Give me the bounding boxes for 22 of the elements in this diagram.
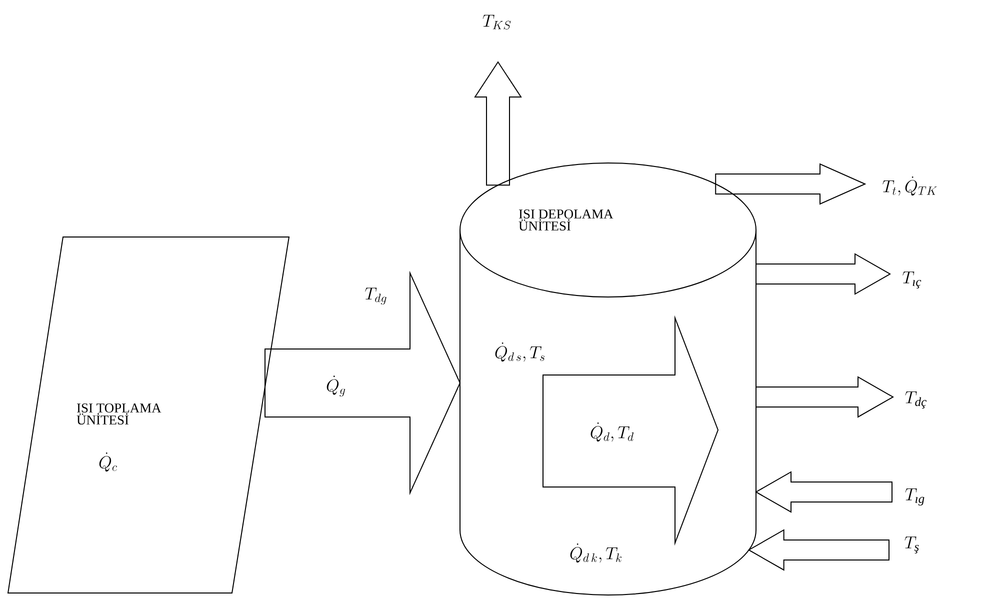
variable-label: $T_{KS}$ — [482, 14, 511, 30]
variable-label: $T_{t},\dot{Q}_{TK}$ — [882, 176, 937, 196]
block-arrow — [264, 270, 461, 496]
block-arrow — [756, 376, 894, 418]
variable-label: $T_{\text{\itshape ıg}}$ — [905, 488, 924, 506]
block-arrow — [755, 471, 892, 513]
block-arrow — [748, 529, 890, 571]
unit-label: ISI DEPOLAMA ÜNİTESİ — [518, 210, 614, 231]
variable-label: $T_{dg}$ — [365, 288, 386, 304]
block-arrow — [756, 253, 891, 295]
variable-label: $T_{\text{\itshape dç}}$ — [905, 391, 927, 409]
unit-label: ISI TOPLAMA ÜNİTESİ — [76, 404, 162, 425]
edge-label: $\dot{Q}_{g}$ — [325, 374, 347, 398]
arrow-label: $\dot{Q}_{d},T_{d}$ — [590, 422, 634, 442]
variable-label: $T_{\text{\itshape ş}}$ — [904, 536, 919, 554]
block-arrow — [715, 163, 866, 205]
quantity-label: $\dot{Q}_{c}$ — [99, 452, 117, 472]
variable-label: $T_{\text{\itshape ıç}}$ — [902, 272, 922, 288]
quantity-label: $\dot{Q}_{d\,s},T_{s}$ — [495, 342, 544, 362]
storage-tank — [460, 162, 756, 596]
quantity-label: $\dot{Q}_{d\,k},T_{k}$ — [570, 543, 622, 563]
block-arrow — [474, 61, 522, 186]
